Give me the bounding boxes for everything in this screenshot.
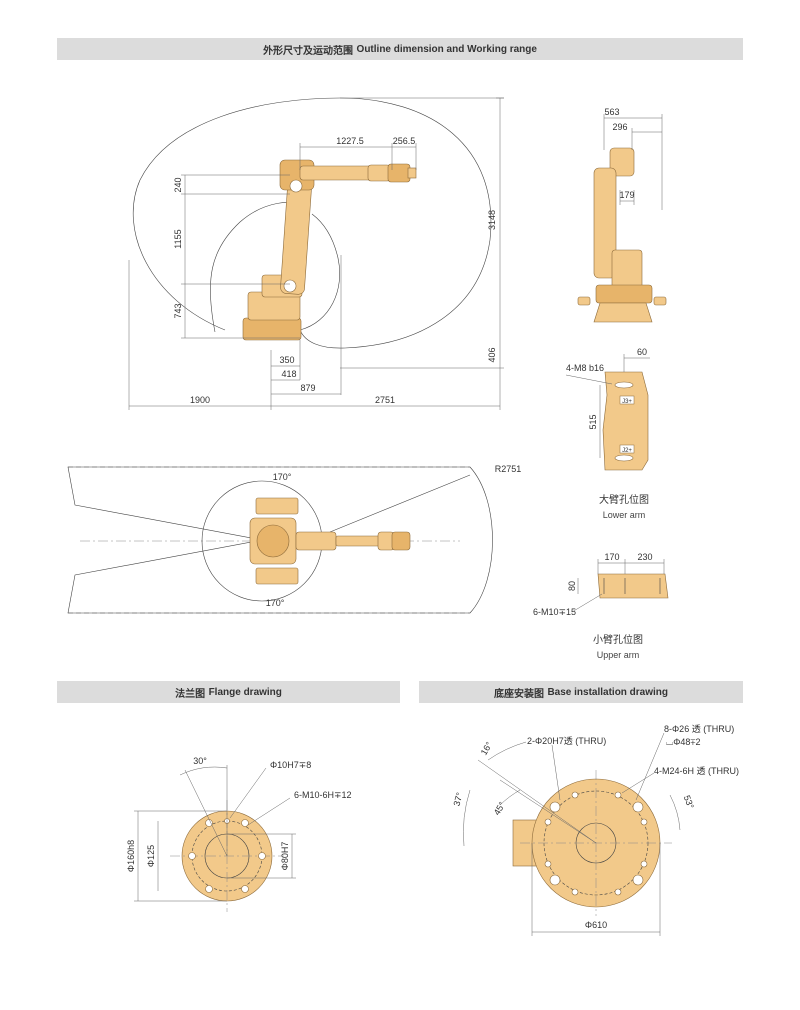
upper-arm-caption-en: Upper arm: [597, 650, 640, 660]
dim-418: 418: [281, 369, 296, 379]
top-radius-label: R2751: [495, 464, 522, 474]
section-title-cn: 法兰图: [175, 688, 206, 700]
flange-angle-30: 30°: [193, 756, 207, 766]
dim-240: 240: [173, 177, 183, 192]
section-title-cn: 外形尺寸及运动范围: [263, 45, 354, 57]
base-holes-label: 8-Φ26 透 (THRU): [664, 724, 734, 734]
section-title-en: Outline dimension and Working range: [356, 43, 537, 55]
section-title-cn: 底座安装图: [493, 688, 544, 700]
dim-743: 743: [173, 303, 183, 318]
lower-arm-hole-label: 4-M8 b16: [566, 363, 604, 373]
dim-1227-5: 1227.5: [336, 136, 364, 146]
upper-arm-dim-230: 230: [637, 552, 652, 562]
flange-dim-80: Φ80H7: [280, 842, 290, 871]
top-angle-top: 170°: [273, 472, 292, 482]
lower-arm-diagram: J3+ J2+ 60 515 4-M8 b16 大臂孔位图 Lower arm: [565, 347, 650, 520]
base-diagram: 37° 16° 45° 53° 2-Φ20H7透 (THRU) 8-Φ26 透 …: [452, 724, 739, 936]
upper-arm-hole-label: 6-M10∓15: [533, 607, 576, 617]
dim-296: 296: [612, 122, 627, 132]
base-pin-label: 2-Φ20H7透 (THRU): [527, 736, 606, 746]
dim-1155: 1155: [173, 229, 183, 248]
top-range-outer: [67, 466, 493, 614]
working-envelope-outer: [132, 97, 492, 349]
dim-879: 879: [300, 383, 315, 393]
flange-pin-label: Φ10H7∓8: [270, 760, 311, 770]
lower-arm-tag-j2: J2+: [622, 448, 632, 454]
base-dim-610: Φ610: [585, 920, 607, 930]
front-view: 563 296 179: [577, 107, 667, 323]
flange-dim-160: Φ160h8: [126, 840, 136, 872]
upper-arm-dim-170: 170: [604, 552, 619, 562]
base-angle-53: 53°: [682, 794, 696, 811]
dim-563: 563: [604, 107, 619, 117]
top-view: R2751 170° 170°: [67, 464, 522, 614]
section-title-en: Base installation drawing: [547, 686, 669, 698]
lower-arm-tag-j3: J3+: [622, 399, 632, 405]
dim-256-5: 256.5: [393, 136, 416, 146]
lower-arm-dim-515: 515: [588, 414, 598, 429]
robot-side-silhouette: [242, 159, 417, 341]
section-title-en: Flange drawing: [208, 686, 282, 698]
dim-406: 406: [487, 347, 497, 362]
base-counterbore-label: ⌴Φ48∓2: [666, 737, 700, 747]
flange-diagram: 30° Φ10H7∓8 6-M10-6H∓12 Φ160h8 Φ125 Φ80H…: [126, 756, 352, 912]
base-mounting-holes: [544, 791, 648, 896]
lower-arm-dim-60: 60: [637, 347, 647, 357]
side-view: 1227.5 256.5 3148 240 1155 743 406 350 4…: [128, 97, 504, 410]
lower-arm-caption-en: Lower arm: [603, 510, 646, 520]
upper-arm-diagram: 170 230 80 6-M10∓15 小臂孔位图 Upper arm: [533, 552, 669, 660]
upper-arm-caption-cn: 小臂孔位图: [593, 633, 643, 646]
upper-arm-dim-80: 80: [567, 581, 577, 591]
working-envelope-inner2: [299, 213, 340, 331]
section-header-base: 底座安装图 Base installation drawing: [419, 681, 743, 703]
base-angle-45: 45°: [492, 800, 508, 817]
dim-1900: 1900: [190, 395, 210, 405]
base-thread-label: 4-M24-6H 透 (THRU): [654, 766, 739, 776]
section-header-flange: 法兰图 Flange drawing: [57, 681, 400, 703]
base-angle-16: 16°: [479, 740, 495, 757]
base-angle-37: 37°: [452, 791, 465, 807]
section-header-outline: 外形尺寸及运动范围 Outline dimension and Working …: [57, 38, 743, 60]
dim-3148: 3148: [487, 210, 497, 230]
dim-179: 179: [619, 190, 634, 200]
lower-arm-caption-cn: 大臂孔位图: [599, 493, 649, 506]
dim-2751: 2751: [375, 395, 395, 405]
top-angle-bottom: 170°: [266, 598, 285, 608]
flange-bolt-holes: [188, 818, 266, 893]
flange-thread-label: 6-M10-6H∓12: [294, 790, 352, 800]
dim-350: 350: [279, 355, 294, 365]
flange-dim-125: Φ125: [146, 845, 156, 867]
